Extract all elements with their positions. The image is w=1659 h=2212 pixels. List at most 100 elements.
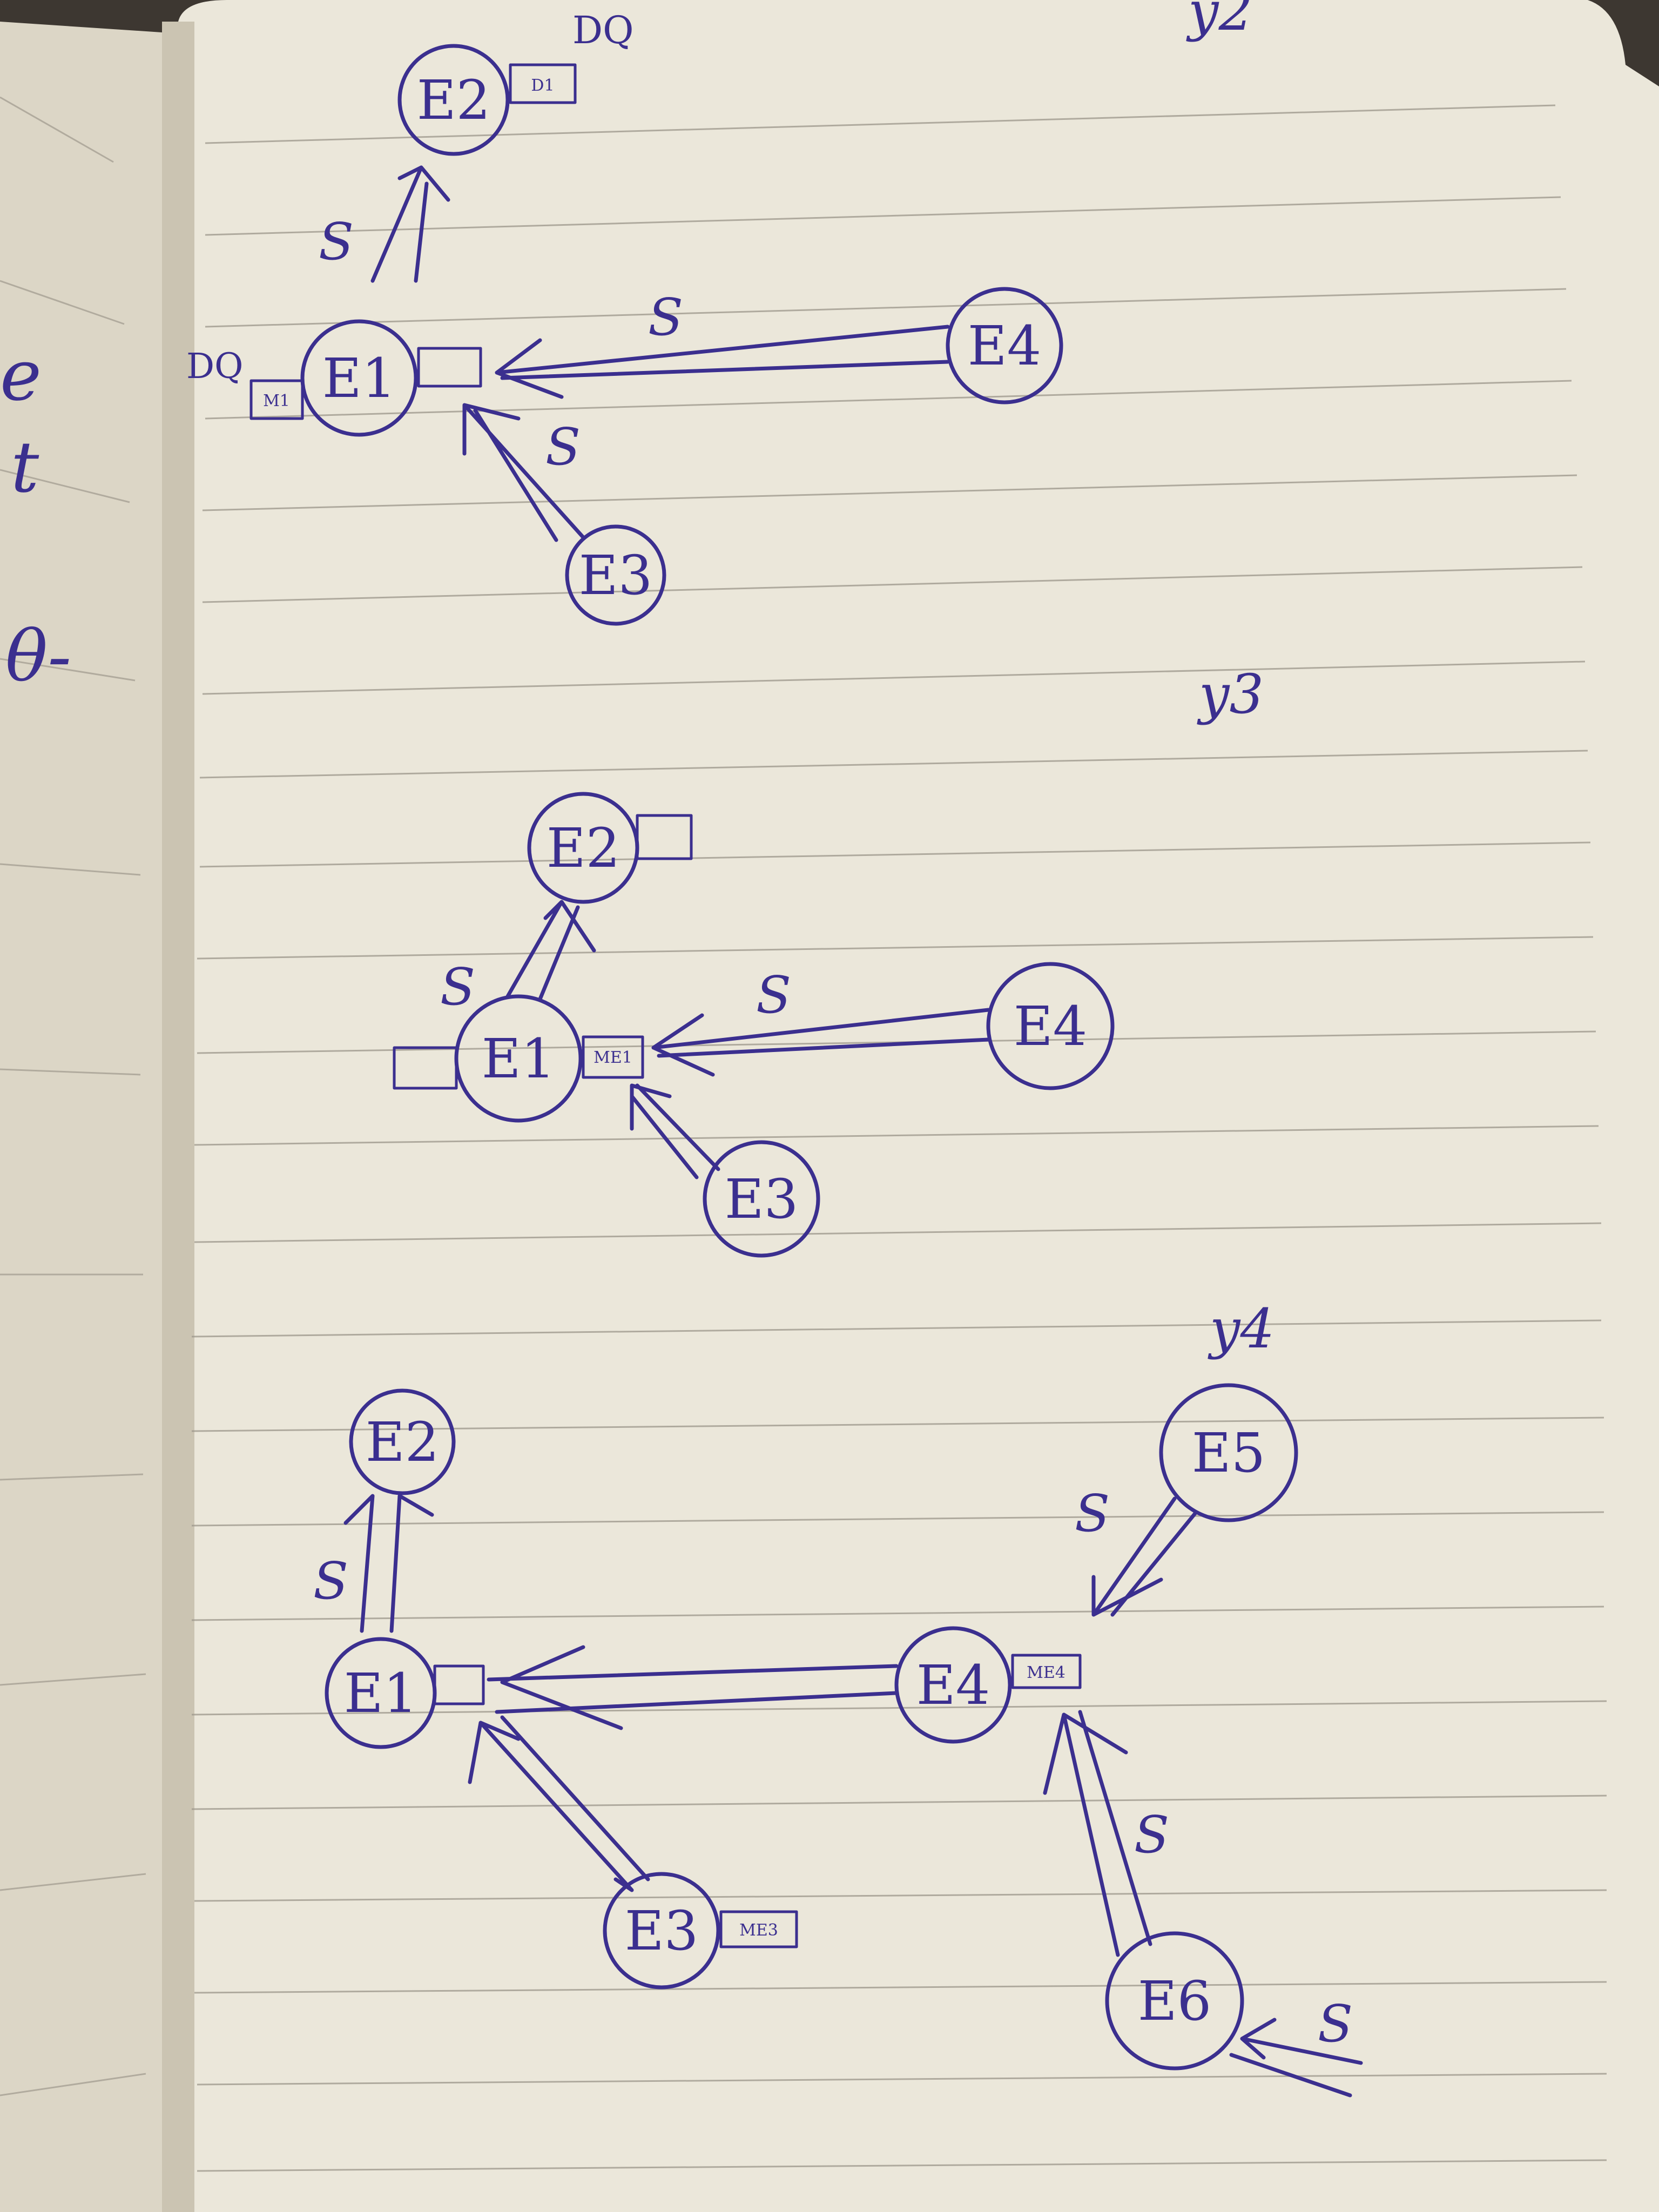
node-label: E1 — [482, 1027, 556, 1090]
edge-label: S — [1134, 1805, 1169, 1865]
left-page-lines — [0, 96, 146, 2096]
node-tag: D1 — [531, 76, 554, 95]
queue-box — [636, 814, 693, 860]
edge-arrow — [370, 165, 450, 283]
edge-arrow — [1229, 2018, 1363, 2098]
book-spine-shadow — [162, 22, 194, 2212]
node-e4: E4 — [946, 287, 1063, 404]
edge-arrow — [343, 1494, 434, 1633]
node-tag: M1 — [263, 392, 290, 410]
margin-mark-t: t — [11, 426, 39, 508]
edge-e4-e1 — [487, 1645, 899, 1730]
node-e2: E2 — [349, 1388, 456, 1495]
ruled-lines — [191, 104, 1607, 2172]
edge-e5-e4: S — [1075, 1484, 1198, 1617]
edge-e3-e1: S — [462, 403, 585, 542]
edge-e4-e1: S — [651, 966, 990, 1077]
node-e5: E5 — [1159, 1383, 1298, 1522]
edge-arrow — [468, 1715, 650, 1892]
diagram-y3: y3 E2 E1 ME1 E4 E3 S — [393, 663, 1264, 1258]
node-label: E2 — [417, 69, 491, 132]
left-page — [0, 22, 178, 2212]
edge-e4-e1: S — [495, 288, 950, 399]
edge-arrow — [630, 1083, 720, 1179]
edge-label: S — [313, 1552, 348, 1611]
node-label: E5 — [1192, 1421, 1266, 1485]
node-circle — [986, 962, 1115, 1090]
node-label: E2 — [366, 1411, 440, 1474]
edge-into-e6: S — [1229, 1994, 1363, 2098]
margin-mark-theta: θ- — [5, 615, 71, 697]
queue-box — [417, 347, 482, 388]
queue-box — [433, 1664, 485, 1705]
edge-arrow — [651, 1008, 990, 1077]
edge-e3-e1 — [630, 1083, 720, 1179]
node-tag: ME1 — [594, 1048, 632, 1067]
edge-arrow — [1043, 1710, 1152, 1957]
node-label: E3 — [725, 1168, 799, 1231]
edge-arrow — [487, 1645, 899, 1730]
node-tag-box — [509, 63, 577, 104]
edge-arrow — [505, 900, 596, 1001]
node-e4: E4 ME4 — [894, 1626, 1082, 1744]
node-circle — [349, 1388, 456, 1495]
node-label: E3 — [625, 1899, 699, 1963]
diagram-y2: y2 E2 D1 DQ E1 M1 DQ E4 E3 — [186, 0, 1253, 626]
edge-label: S — [648, 288, 683, 347]
edge-arrow — [495, 325, 950, 399]
diagram-y4: y4 E2 E1 E4 ME4 E5 E3 ME3 — [313, 1297, 1363, 2098]
node-circle — [894, 1626, 1012, 1744]
edge-e6-e4: S — [1043, 1710, 1169, 1957]
node-label: E4 — [968, 314, 1042, 377]
node-e1: E1 M1 — [249, 319, 482, 437]
node-e2: E2 D1 — [397, 44, 577, 156]
node-label: E4 — [916, 1654, 990, 1717]
edge-e1-e2: S — [440, 900, 596, 1017]
node-circle — [300, 319, 418, 437]
edge-label: S — [1075, 1484, 1110, 1543]
margin-mark-e: e — [0, 334, 42, 416]
node-circle — [946, 287, 1063, 404]
node-circle — [1159, 1383, 1298, 1522]
node-label: E2 — [547, 817, 621, 880]
queue-box — [393, 1046, 458, 1090]
node-label: E1 — [322, 347, 396, 410]
node-tag: ME4 — [1027, 1663, 1065, 1682]
node-e3: E3 ME3 — [603, 1872, 798, 1990]
node-label: E3 — [579, 544, 653, 607]
node-tag-box — [719, 1910, 798, 1948]
node-e1: E1 — [325, 1637, 485, 1749]
node-e4: E4 — [986, 962, 1115, 1090]
node-e6: E6 — [1105, 1931, 1244, 2071]
node-e3: E3 — [703, 1140, 820, 1258]
node-e3: E3 — [565, 524, 666, 626]
node-e2: E2 — [527, 792, 693, 904]
node-circle — [1105, 1931, 1244, 2071]
node-tag-box — [249, 379, 304, 420]
node-label: E4 — [1014, 995, 1088, 1058]
edge-label: S — [545, 417, 581, 477]
node-circle — [397, 44, 510, 156]
edge-label: S — [440, 957, 475, 1017]
node-label: E1 — [344, 1662, 418, 1725]
node-circle — [565, 524, 666, 626]
note-dq: DQ — [572, 8, 634, 52]
node-tag: ME3 — [739, 1921, 778, 1940]
heading-y2: y2 — [1186, 0, 1253, 43]
node-label: E6 — [1138, 1970, 1212, 2033]
node-e1: E1 ME1 — [393, 994, 644, 1123]
edge-arrow — [1091, 1496, 1198, 1617]
node-tag-box — [582, 1035, 644, 1079]
note-dq: DQ — [186, 346, 243, 387]
edge-label: S — [1318, 1994, 1353, 2054]
edge-e1-e2: S — [313, 1494, 434, 1633]
edge-label: S — [319, 212, 354, 272]
heading-y3: y3 — [1197, 663, 1264, 726]
node-circle — [603, 1872, 720, 1990]
edge-label: S — [756, 966, 791, 1025]
edge-e1-e3 — [468, 1715, 650, 1892]
node-circle — [703, 1140, 820, 1258]
right-page — [178, 0, 1659, 2212]
edge-e1-e2: S — [319, 165, 450, 283]
